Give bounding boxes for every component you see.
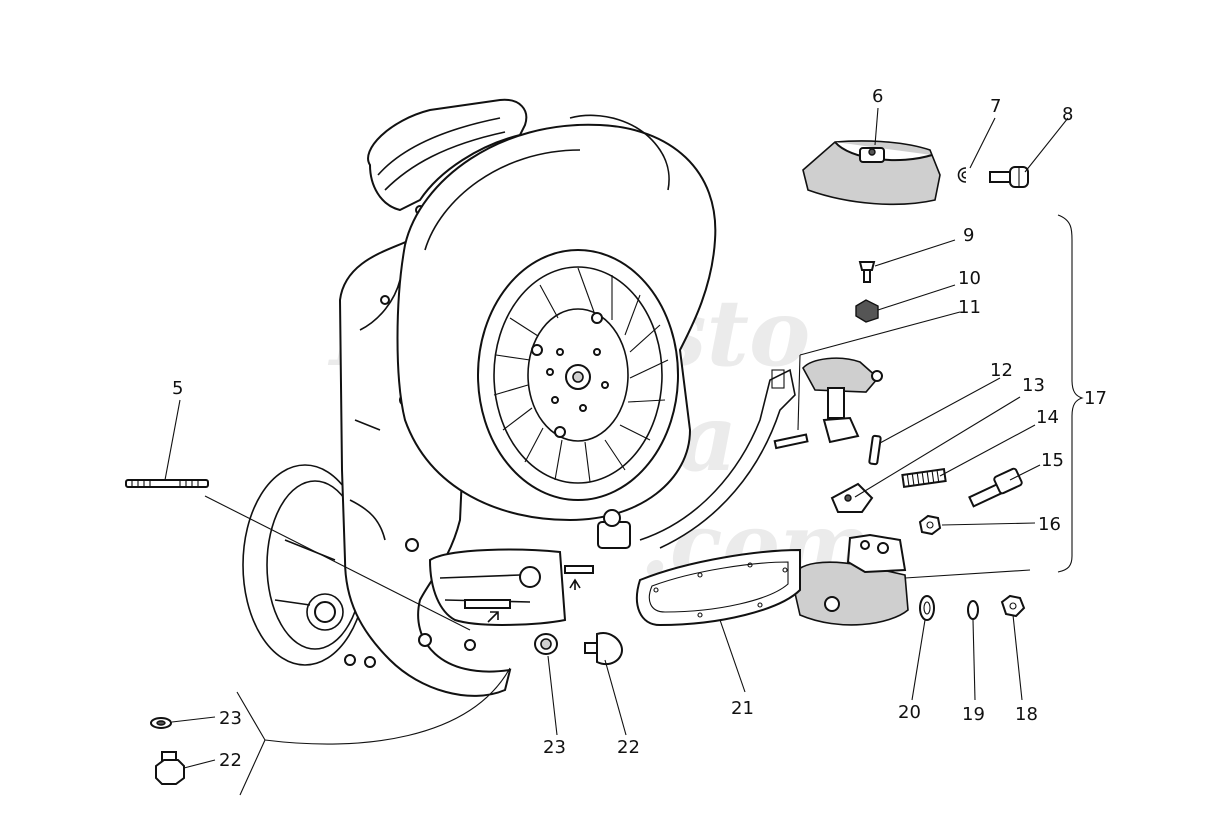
callout-22-left: 22 <box>219 750 242 771</box>
callout-21: 21 <box>731 698 754 719</box>
washer-part-19 <box>967 600 979 620</box>
pin-part-9 <box>858 261 876 283</box>
nut-part-16 <box>918 514 942 536</box>
adjuster-part-15 <box>968 467 1023 508</box>
washer-part-7 <box>957 167 967 183</box>
callout-22-center: 22 <box>617 737 640 758</box>
washer-part-20 <box>919 595 935 621</box>
callout-7: 7 <box>990 96 1001 117</box>
callout-8: 8 <box>1062 104 1073 125</box>
engine-assembly <box>242 98 796 697</box>
housing-part-17 <box>791 533 909 626</box>
pin-part-12 <box>868 434 882 466</box>
callout-18: 18 <box>1015 704 1038 725</box>
plug-part-22 <box>584 632 624 666</box>
callout-23-left: 23 <box>219 708 242 729</box>
hose <box>639 368 796 549</box>
callout-14: 14 <box>1036 407 1059 428</box>
spring-part-14 <box>901 468 947 488</box>
callout-15: 15 <box>1041 450 1064 471</box>
callout-23-center: 23 <box>543 737 566 758</box>
washer-part-23 <box>534 633 558 655</box>
screw-part-8 <box>989 166 1029 188</box>
callout-10: 10 <box>958 268 981 289</box>
nut-part-10 <box>855 299 879 323</box>
washer-part-23-left <box>150 717 172 729</box>
nut-part-18 <box>1000 594 1026 618</box>
plate-part-13 <box>830 482 874 513</box>
banjo-fitting <box>597 509 631 549</box>
callout-13: 13 <box>1022 375 1045 396</box>
callout-labels: 5 6 7 8 9 10 11 12 13 14 15 16 17 18 19 … <box>172 86 1107 771</box>
callout-16: 16 <box>1038 514 1061 535</box>
contact-breaker-part-11 <box>773 357 883 450</box>
bolt-part-22-left <box>155 751 185 785</box>
wheel-hub <box>242 464 368 666</box>
callout-6: 6 <box>872 86 883 107</box>
carburetor-area <box>428 548 594 626</box>
callout-11: 11 <box>958 297 981 318</box>
callout-20: 20 <box>898 702 921 723</box>
callout-12: 12 <box>990 360 1013 381</box>
leader-lines <box>164 107 1084 796</box>
cover-part-6 <box>802 140 941 206</box>
gasket-part-21 <box>635 548 801 627</box>
callout-9: 9 <box>963 225 974 246</box>
flywheel <box>477 249 679 501</box>
stud-part-5 <box>125 479 209 488</box>
callout-19: 19 <box>962 704 985 725</box>
callout-17: 17 <box>1084 388 1107 409</box>
callout-5: 5 <box>172 378 183 399</box>
